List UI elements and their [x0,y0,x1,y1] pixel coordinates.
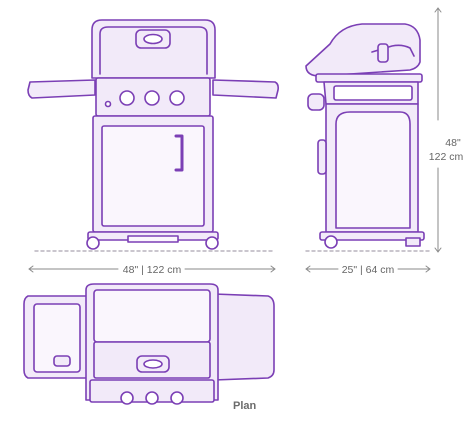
side-knob [307,93,325,111]
side-depth-dimension [305,265,431,273]
front-lid-inner [99,26,208,75]
front-view [27,19,279,250]
plan-lid-badge-logo [143,359,163,369]
height-dimension [434,7,442,253]
side-cart-base [319,231,425,241]
side-cart-panel [335,111,411,229]
front-igniter [104,100,112,108]
plan-knob-2 [145,391,159,405]
plan-side-burner-handle [53,355,71,367]
height-label-in: 48" [445,137,461,149]
front-left-shelf [27,79,96,99]
front-tank-slot [127,235,179,243]
side-door-handle [317,139,327,175]
front-knob-1 [119,90,135,106]
front-wheel-left [86,236,100,250]
front-lid-badge-logo [143,33,163,45]
front-wheel-right [205,236,219,250]
plan-view [23,283,275,405]
front-lid [91,19,216,79]
plan-knob-3 [170,391,184,405]
plan-knob-1 [120,391,134,405]
plan-side-burner-cover [33,303,81,373]
side-view [305,23,425,249]
plan-right-shelf [213,293,275,381]
front-door-handle [174,134,184,172]
front-right-shelf [212,79,279,99]
front-width-dimension [28,265,276,273]
front-width-label: 48" | 122 cm [123,264,182,276]
side-lid [305,23,421,77]
front-knob-3 [169,90,185,106]
side-foot-right [405,237,421,247]
front-cart-door [101,125,205,227]
plan-label: Plan [233,400,257,412]
side-depth-label: 25" | 64 cm [342,264,395,276]
height-label-cm: 122 cm [429,151,464,163]
side-lid-badge [377,43,389,63]
plan-lid-top [93,289,211,343]
side-wheel-left [324,235,338,249]
side-lid-handle [371,44,415,57]
side-firebox-window [333,85,413,101]
side-shelf [315,73,423,83]
front-knob-2 [144,90,160,106]
